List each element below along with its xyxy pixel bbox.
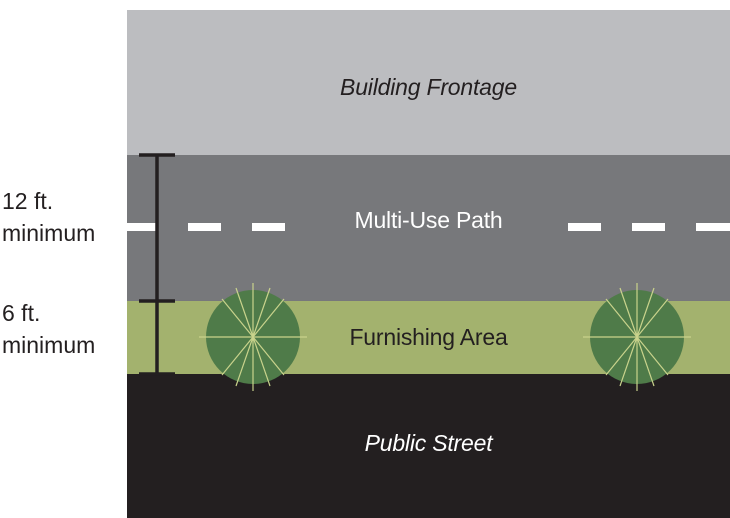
centerline-dash-icon xyxy=(127,223,730,231)
furnishing-area-label: Furnishing Area xyxy=(349,324,508,350)
furnishing-width-dimension-label: 6 ft. minimum xyxy=(2,297,95,361)
building-frontage-label: Building Frontage xyxy=(340,74,517,100)
public-street-label: Public Street xyxy=(364,430,493,456)
multi-use-path-zone: Multi-Use Path xyxy=(127,155,730,301)
path-width-dimension-label: 12 ft. minimum xyxy=(2,185,95,249)
building-frontage-zone: Building Frontage xyxy=(127,10,730,155)
furnishing-width-value: 6 ft. xyxy=(2,300,41,326)
tree-icon xyxy=(583,283,691,391)
furnishing-width-qualifier: minimum xyxy=(2,332,96,358)
tree-icon xyxy=(199,283,307,391)
multi-use-path-label: Multi-Use Path xyxy=(354,207,503,233)
public-street-zone: Public Street xyxy=(127,374,730,518)
path-width-qualifier: minimum xyxy=(2,220,96,246)
path-width-value: 12 ft. xyxy=(2,188,54,214)
dimension-bar-icon xyxy=(139,153,175,376)
